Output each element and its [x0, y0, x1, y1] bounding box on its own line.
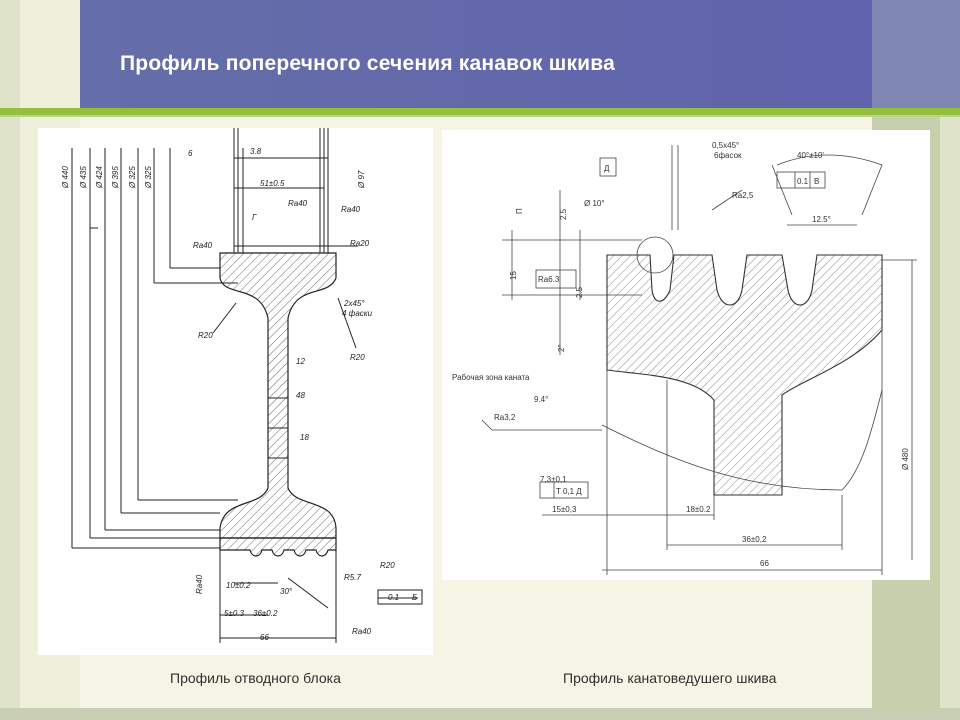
- svg-text:30°: 30°: [280, 587, 293, 596]
- svg-text:Ø 395: Ø 395: [111, 166, 120, 189]
- svg-text:Ra40: Ra40: [341, 205, 361, 214]
- svg-text:П: П: [515, 208, 524, 214]
- svg-text:Ra2,5: Ra2,5: [732, 191, 754, 200]
- svg-text:12.5°: 12.5°: [812, 215, 831, 224]
- svg-text:6: 6: [188, 149, 193, 158]
- svg-text:40°±10': 40°±10': [797, 151, 824, 160]
- svg-text:4 фаски: 4 фаски: [342, 309, 373, 318]
- svg-text:5±0.3: 5±0.3: [224, 609, 245, 618]
- slide-header: Профиль поперечного сечения канавок шкив…: [80, 0, 872, 108]
- svg-text:R20: R20: [198, 331, 213, 340]
- svg-text:0.1: 0.1: [388, 593, 399, 602]
- svg-text:12: 12: [296, 357, 305, 366]
- svg-text:R20: R20: [350, 353, 365, 362]
- svg-text:Ø 325: Ø 325: [128, 166, 137, 189]
- svg-text:Ø 97: Ø 97: [357, 170, 366, 189]
- left-outer-stripe: [0, 0, 20, 720]
- bottom-bar: [0, 708, 960, 720]
- svg-text:48: 48: [296, 391, 305, 400]
- svg-text:Рабочая зона каната: Рабочая зона каната: [452, 373, 530, 382]
- svg-text:Ø 10°: Ø 10°: [584, 199, 605, 208]
- svg-text:B: B: [814, 177, 819, 186]
- svg-text:6фасок: 6фасок: [714, 151, 742, 160]
- svg-text:Ra3,2: Ra3,2: [494, 413, 516, 422]
- svg-text:T 0,1 Д: T 0,1 Д: [556, 487, 582, 496]
- svg-text:Ra40: Ra40: [193, 241, 213, 250]
- svg-text:Д: Д: [604, 164, 610, 173]
- slide-title: Профиль поперечного сечения канавок шкив…: [120, 52, 615, 75]
- svg-text:Ø 325: Ø 325: [144, 166, 153, 189]
- svg-text:66: 66: [760, 559, 769, 568]
- svg-text:R5.7: R5.7: [344, 573, 361, 582]
- svg-text:3.8: 3.8: [250, 147, 262, 156]
- accent-bar-thin: [0, 115, 960, 117]
- svg-text:66: 66: [260, 633, 269, 642]
- svg-text:2.5: 2.5: [559, 208, 568, 220]
- svg-text:Г: Г: [252, 213, 257, 222]
- svg-text:Ra40: Ra40: [288, 199, 308, 208]
- svg-text:Ø 435: Ø 435: [79, 166, 88, 189]
- svg-text:Ra20: Ra20: [350, 239, 370, 248]
- accent-bar: [0, 108, 960, 115]
- svg-text:15±0,3: 15±0,3: [552, 505, 577, 514]
- caption-left: Профиль отводного блока: [170, 670, 341, 686]
- svg-text:0.1: 0.1: [797, 177, 809, 186]
- drawing-right-panel: 0,5х45° 6фасок 40°±10' 0.1 B Ra2,5 12.5°…: [442, 130, 930, 580]
- drawing-left: Ø 440 Ø 435 Ø 424 Ø 395 Ø 325 Ø 325 Ø 97…: [61, 128, 423, 643]
- svg-text:7,3±0,1: 7,3±0,1: [540, 475, 567, 484]
- drawing-right: 0,5х45° 6фасок 40°±10' 0.1 B Ra2,5 12.5°…: [452, 141, 917, 575]
- right-outer-stripe: [940, 0, 960, 720]
- svg-text:18: 18: [300, 433, 309, 442]
- svg-text:Б: Б: [412, 593, 417, 602]
- svg-text:Ø 424: Ø 424: [95, 166, 104, 189]
- svg-text:Ra6.3: Ra6.3: [538, 275, 560, 284]
- svg-text:2°: 2°: [557, 344, 566, 352]
- caption-right: Профиль канатоведушего шкива: [563, 670, 777, 686]
- svg-text:Ø 480: Ø 480: [901, 448, 910, 470]
- svg-text:10±0.2: 10±0.2: [226, 581, 251, 590]
- svg-text:51±0.5: 51±0.5: [260, 179, 285, 188]
- svg-text:R20: R20: [380, 561, 395, 570]
- svg-text:2.5: 2.5: [575, 286, 584, 298]
- svg-text:18±0.2: 18±0.2: [686, 505, 711, 514]
- header-side-strip: [872, 0, 960, 108]
- svg-text:36±0.2: 36±0.2: [253, 609, 278, 618]
- svg-text:9.4°: 9.4°: [534, 395, 548, 404]
- svg-text:Ra40: Ra40: [195, 574, 204, 594]
- svg-text:36±0,2: 36±0,2: [742, 535, 767, 544]
- svg-text:15: 15: [509, 271, 518, 280]
- svg-text:2х45°: 2х45°: [343, 299, 365, 308]
- svg-text:Ra40: Ra40: [352, 627, 372, 636]
- drawing-left-panel: Ø 440 Ø 435 Ø 424 Ø 395 Ø 325 Ø 325 Ø 97…: [38, 128, 433, 655]
- svg-text:0,5х45°: 0,5х45°: [712, 141, 739, 150]
- svg-text:Ø 440: Ø 440: [61, 166, 70, 189]
